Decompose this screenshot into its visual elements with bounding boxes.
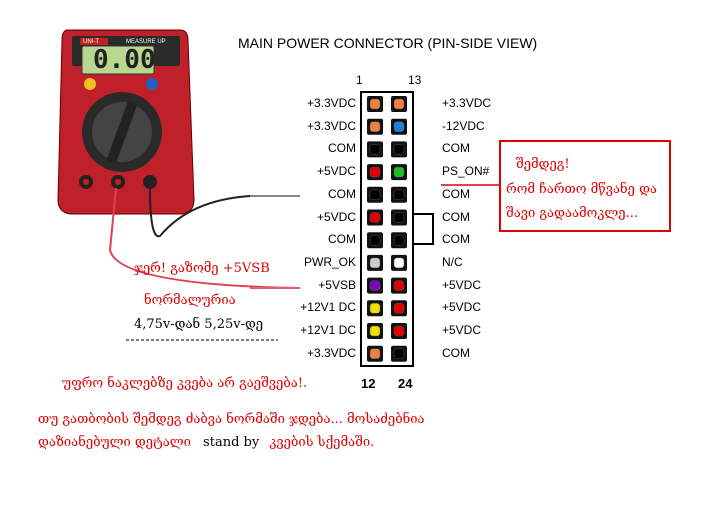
pin-right-22 (393, 303, 405, 314)
pin-number-24: 24 (398, 376, 413, 391)
callout-box (499, 140, 671, 232)
callout-line-3: შავი გადაამოკლე... (506, 206, 638, 221)
multimeter-brand: UNI-T (83, 39, 99, 45)
pin-right-15 (393, 144, 405, 155)
probe-wires (108, 187, 301, 289)
pin-number-1: 1 (356, 73, 363, 87)
pin-right-16 (393, 166, 405, 178)
pin-label-right-20: N/C (442, 254, 463, 269)
pin-label-right-22: +5VDC (442, 300, 482, 315)
pin-left-7 (369, 234, 381, 246)
pin-left-10 (369, 303, 381, 314)
pin-right-24 (393, 348, 405, 359)
pin-right-19 (393, 234, 405, 246)
pin-right-20 (393, 257, 405, 269)
pin-label-left-9: +5VSB (318, 277, 356, 292)
pin-number-13: 13 (408, 73, 422, 87)
multimeter-display: 0.00 (93, 45, 156, 75)
multimeter-model: MEASURE UP (126, 39, 166, 45)
pin-label-right-21: +5VDC (442, 277, 482, 292)
pin-left-1 (369, 98, 381, 110)
pin-label-left-7: COM (328, 232, 356, 247)
pin-right-17 (393, 189, 405, 201)
pin-label-left-2: +3.3VDC (306, 118, 356, 133)
pin-left-5 (369, 189, 381, 201)
pin-label-left-8: PWR_OK (303, 254, 356, 269)
note-bottom-2c: კვების სქემაში. (269, 435, 375, 450)
note-first: ჯერ! გაზომე +5VSB (134, 261, 270, 276)
pin-label-right-16: PS_ON# (442, 164, 490, 179)
pin-right-14 (393, 121, 405, 132)
callout-line-2: რომ ჩართო მწვანე და (506, 182, 657, 197)
pin-label-left-1: +3.3VDC (306, 96, 356, 110)
connector-body (360, 91, 434, 367)
pin-label-right-15: COM (442, 141, 470, 156)
pin-left-3 (369, 144, 381, 155)
pin-label-right-23: +5VDC (442, 323, 482, 337)
pin-number-12: 12 (361, 376, 376, 391)
pin-right-13 (393, 98, 405, 110)
pin-right-23 (393, 325, 405, 337)
note-more-often: უფრო ნაკლებზე კვება არ გაეშვება!. (62, 376, 308, 391)
pin-label-right-19: COM (442, 232, 470, 247)
page-title: MAIN POWER CONNECTOR (PIN-SIDE VIEW) (238, 35, 538, 51)
note-bottom-2b: stand by (203, 435, 260, 450)
pin-left-9 (369, 280, 381, 291)
pin-label-right-13: +3.3VDC (442, 96, 492, 110)
pin-label-right-17: COM (442, 186, 470, 201)
note-bottom-2: დაზიანებული დეტალი stand by კვების სქემა… (38, 436, 374, 449)
pin-label-left-3: COM (328, 141, 356, 156)
pin-label-left-10: +12V1 DC (300, 300, 356, 315)
callout-line-1: შემდეგ! (516, 157, 570, 172)
note-range: 4,75v-დან 5,25v-დე (134, 317, 264, 332)
pin-right-21 (393, 280, 405, 291)
note-normal: ნორმალურია (144, 293, 236, 308)
pin-right-18 (393, 212, 405, 223)
pin-label-left-4: +5VDC (316, 164, 356, 179)
pin-label-left-5: COM (328, 186, 356, 201)
pin-left-2 (369, 121, 381, 132)
note-bottom-1: თუ გათბობის შემდეგ ძაბვა ნორმაში ჯდება..… (38, 412, 425, 427)
pin-label-right-14: -12VDC (442, 118, 485, 133)
pin-label-right-24: COM (442, 345, 470, 360)
note-bottom-2a: დაზიანებული დეტალი (38, 435, 191, 450)
pin-left-11 (369, 325, 381, 337)
pin-left-12 (369, 348, 381, 359)
pin-label-left-6: +5VDC (316, 209, 356, 224)
pin-left-6 (369, 212, 381, 223)
pin-left-4 (369, 166, 381, 178)
multimeter (57, 29, 195, 215)
pin-label-left-12: +3.3VDC (306, 345, 356, 360)
pin-left-8 (369, 257, 381, 269)
pin-label-left-11: +12V1 DC (300, 323, 356, 337)
pin-label-right-18: COM (442, 209, 470, 224)
